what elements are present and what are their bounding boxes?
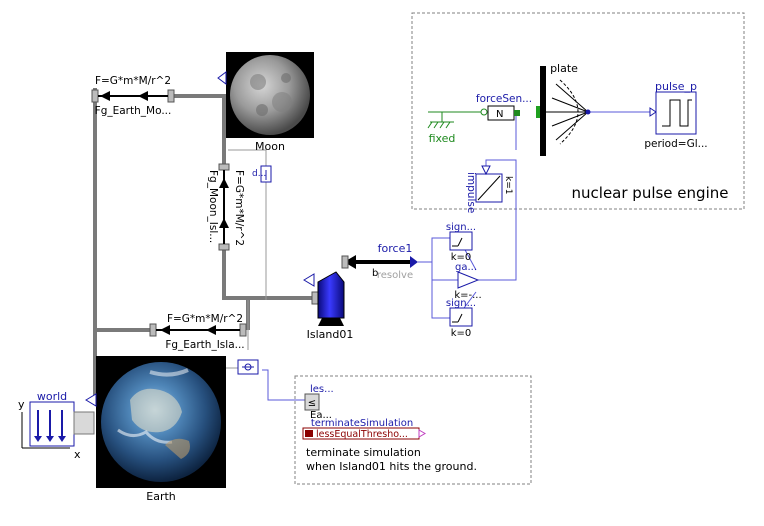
svg-text:N: N [496, 109, 503, 120]
moon-label: Moon [255, 140, 285, 153]
impulse-label: impulse [465, 172, 477, 213]
plate-label: plate [550, 62, 578, 75]
island-block[interactable] [303, 271, 345, 326]
fg-earth-island-formula: F=G*m*M/r^2 [167, 313, 243, 325]
fg-earth-moon-block[interactable] [91, 89, 175, 103]
terminate-box-text: lessEqualThresho... [316, 429, 408, 440]
sign-bottom-param: k=0 [451, 328, 472, 339]
earth-landmass [130, 388, 182, 433]
impulse-block[interactable] [475, 165, 503, 203]
sign-top-param: k=0 [451, 252, 472, 263]
world-block[interactable] [21, 393, 97, 449]
terminate-desc-1: terminate simulation [306, 446, 421, 459]
island-label: Island01 [307, 328, 354, 341]
pulse-label: pulse_p [655, 80, 697, 93]
world-label: world [37, 390, 67, 403]
engine-group-border [411, 12, 745, 210]
sensor-small-a-label: d... [252, 169, 266, 179]
force1-port: b [372, 268, 378, 279]
force-sensor-block[interactable]: N [487, 105, 520, 121]
force-sensor-label: forceSen... [476, 93, 532, 105]
sign-bottom-label: sign... [446, 298, 476, 309]
sign-top-block[interactable] [449, 231, 473, 251]
force1-resolve: resolve [377, 270, 413, 281]
earth-label: Earth [146, 490, 176, 503]
gain-label: ga... [455, 262, 477, 273]
fg-earth-island-block[interactable] [149, 323, 247, 337]
sign-bottom-block[interactable] [449, 307, 473, 327]
pulse-block[interactable] [649, 91, 697, 135]
world-axis-x: x [74, 448, 81, 461]
gain-block[interactable] [457, 271, 480, 289]
terminate-group-border [294, 375, 532, 485]
engine-group-title: nuclear pulse engine [572, 184, 729, 202]
moon-disc [230, 55, 310, 135]
fixed-block[interactable] [427, 108, 488, 129]
fg-moon-island-block[interactable] [218, 163, 230, 251]
sensor-small-a[interactable] [260, 165, 272, 183]
les-label: les... [310, 384, 334, 395]
terminate-block[interactable] [302, 427, 426, 440]
plate-block[interactable] [536, 66, 591, 156]
svg-text:≤: ≤ [308, 398, 316, 409]
terminate-desc-2: when Island01 hits the ground. [306, 460, 477, 473]
world-axis-y: y [18, 398, 25, 411]
mechanical-connections [93, 88, 312, 402]
force1-block[interactable] [341, 255, 418, 269]
pulse-param: period=Gl... [644, 138, 707, 150]
force1-label: force1 [378, 242, 413, 255]
les-block[interactable]: ≤ [304, 393, 320, 411]
fg-earth-island-label: Fg_Earth_Isla... [165, 339, 244, 351]
fg-moon-island-formula: F=G*m*M/r^2 [233, 170, 245, 246]
terminate-label: terminateSimulation [311, 418, 413, 429]
moon-frame-port[interactable] [217, 71, 227, 85]
sign-top-label: sign... [446, 222, 476, 233]
impulse-param: k=1 [503, 176, 513, 194]
gain-param: k=-... [454, 290, 481, 301]
les-sublabel: Ea... [310, 410, 332, 421]
fixed-label: fixed [429, 132, 456, 145]
sensor-small-b[interactable] [237, 359, 259, 375]
fg-earth-moon-label: Fg_Earth_Mo... [95, 105, 172, 117]
fg-earth-moon-formula: F=G*m*M/r^2 [95, 75, 171, 87]
fg-moon-island-label: Fg_Moon_Isl... [207, 170, 219, 243]
